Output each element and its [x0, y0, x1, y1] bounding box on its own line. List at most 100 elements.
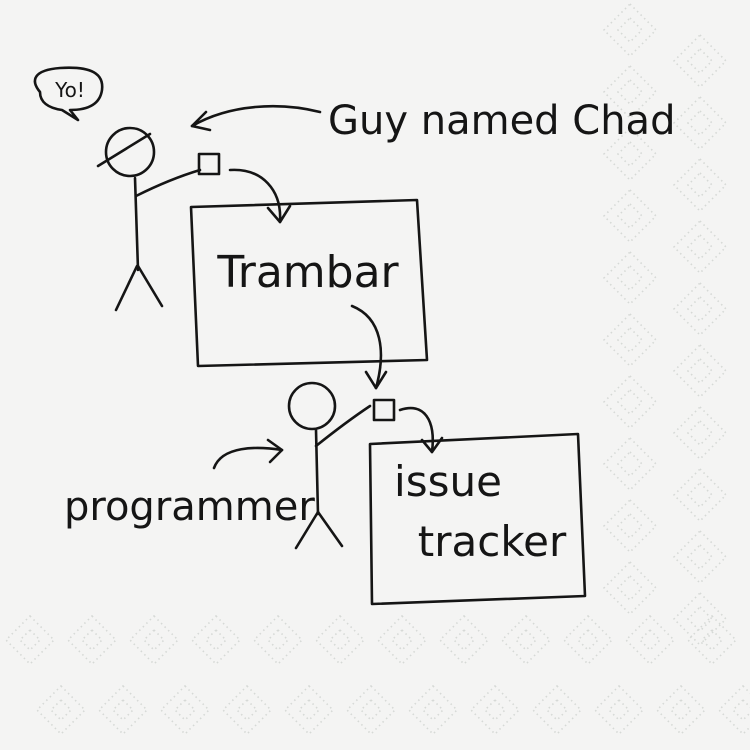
emboss-diamond	[602, 2, 658, 58]
emboss-diamond	[686, 357, 714, 385]
emboss-diamond	[686, 481, 714, 509]
emboss-diamond	[717, 684, 750, 736]
emboss-diamond	[4, 614, 56, 666]
programmer-label: programmer	[64, 484, 315, 530]
note-to-issue-tracker-arrow-icon	[398, 406, 444, 454]
emboss-diamond	[190, 614, 242, 666]
issue-tracker-label-line2: tracker	[418, 517, 567, 566]
emboss-diamond	[686, 295, 714, 323]
emboss-diamond	[421, 698, 445, 722]
emboss-diamond	[616, 16, 644, 44]
emboss-diamond	[686, 605, 714, 633]
emboss-diamond	[593, 684, 645, 736]
trambar-to-note-arrow-icon	[350, 304, 388, 390]
emboss-diamond	[624, 614, 676, 666]
emboss-diamond	[672, 591, 728, 647]
emboss-diamond	[616, 140, 644, 168]
emboss-diamond	[235, 698, 259, 722]
emboss-diamond	[669, 698, 693, 722]
emboss-diamond	[655, 684, 707, 736]
emboss-diamond	[328, 628, 352, 652]
speech-bubble-icon: Yo!	[33, 66, 104, 122]
emboss-diamond	[531, 684, 583, 736]
emboss-diamond	[142, 628, 166, 652]
emboss-diamond	[128, 614, 180, 666]
emboss-diamond	[602, 560, 658, 616]
emboss-diamond	[686, 109, 714, 137]
emboss-diamond	[407, 684, 459, 736]
emboss-diamond	[602, 498, 658, 554]
trambar-label: Trambar	[216, 247, 399, 298]
emboss-diamond	[616, 512, 644, 540]
emboss-diamond	[252, 614, 304, 666]
chad-pointer-arrow-icon	[190, 104, 322, 132]
emboss-diamond	[672, 157, 728, 213]
programmer-pointer-arrow-icon	[212, 438, 284, 470]
emboss-diamond	[672, 467, 728, 523]
emboss-diamond	[672, 219, 728, 275]
emboss-diamond	[66, 614, 118, 666]
emboss-diamond	[469, 684, 521, 736]
chad-note-icon	[197, 152, 221, 176]
emboss-diamond	[204, 628, 228, 652]
emboss-diamond	[49, 698, 73, 722]
emboss-diamond	[616, 326, 644, 354]
emboss-diamond	[616, 78, 644, 106]
chad-stick-figure-icon	[96, 126, 202, 312]
trambar-box: Trambar	[189, 198, 429, 368]
programmer-note-icon	[372, 398, 396, 422]
emboss-diamond	[672, 405, 728, 461]
emboss-diamond	[452, 628, 476, 652]
emboss-diamond	[672, 343, 728, 399]
emboss-diamond	[514, 628, 538, 652]
speech-text: Yo!	[54, 78, 85, 102]
napkin-emboss-pattern	[4, 2, 750, 736]
emboss-diamond	[602, 374, 658, 430]
emboss-diamond	[686, 233, 714, 261]
emboss-diamond	[616, 264, 644, 292]
issue-tracker-label-line1: issue	[394, 457, 502, 506]
emboss-diamond	[35, 684, 87, 736]
emboss-diamond	[562, 614, 614, 666]
emboss-diamond	[686, 47, 714, 75]
emboss-diamond	[672, 33, 728, 89]
emboss-diamond	[18, 628, 42, 652]
emboss-diamond	[390, 628, 414, 652]
emboss-diamond	[266, 628, 290, 652]
emboss-diamond	[672, 529, 728, 585]
emboss-diamond	[602, 312, 658, 368]
emboss-diamond	[602, 250, 658, 306]
emboss-diamond	[616, 202, 644, 230]
emboss-diamond	[438, 614, 490, 666]
emboss-diamond	[602, 188, 658, 244]
emboss-diamond	[607, 698, 631, 722]
emboss-diamond	[283, 684, 335, 736]
emboss-diamond	[672, 281, 728, 337]
note-to-trambar-arrow-icon	[228, 168, 292, 224]
emboss-diamond	[97, 684, 149, 736]
emboss-diamond	[602, 436, 658, 492]
emboss-diamond	[111, 698, 135, 722]
emboss-diamond	[731, 698, 750, 722]
emboss-diamond	[616, 574, 644, 602]
emboss-diamond	[483, 698, 507, 722]
emboss-diamond	[545, 698, 569, 722]
emboss-diamond	[376, 614, 428, 666]
emboss-diamond	[686, 543, 714, 571]
emboss-diamond	[221, 684, 273, 736]
emboss-diamond	[359, 698, 383, 722]
emboss-diamond	[686, 171, 714, 199]
emboss-diamond	[616, 388, 644, 416]
emboss-diamond	[345, 684, 397, 736]
emboss-diamond	[638, 628, 662, 652]
emboss-diamond	[80, 628, 104, 652]
emboss-diamond	[159, 684, 211, 736]
emboss-diamond	[576, 628, 600, 652]
emboss-diamond	[616, 450, 644, 478]
programmer-stick-figure-icon	[287, 381, 372, 550]
chad-label: Guy named Chad	[328, 98, 675, 144]
issue-tracker-box: issue tracker	[368, 432, 587, 606]
emboss-diamond	[500, 614, 552, 666]
